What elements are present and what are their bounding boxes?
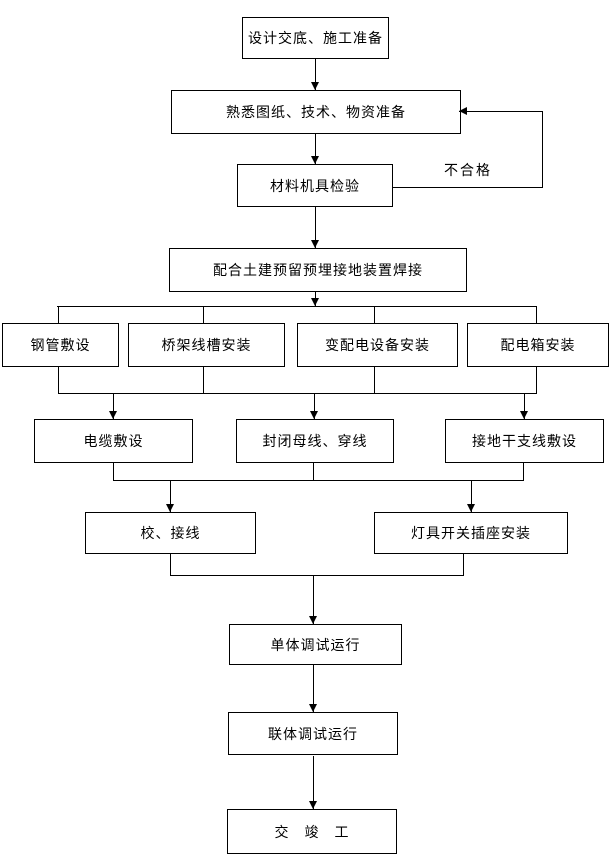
- fail-label: 不合格: [444, 163, 492, 179]
- node-label: 封闭母线、穿线: [262, 434, 368, 450]
- edge-line: [314, 394, 315, 419]
- edge-line: [313, 463, 314, 480]
- node-label: 变配电设备安装: [325, 338, 430, 354]
- arrow-head: [311, 82, 319, 90]
- edge-line: [58, 307, 59, 323]
- node-unit-commissioning: 单体调试运行: [229, 624, 402, 665]
- node-label: 联体调试运行: [268, 726, 358, 743]
- bus-line: [58, 393, 537, 394]
- node-handover-completion: 交 竣 工: [227, 809, 397, 854]
- arrow-head: [467, 504, 475, 512]
- node-label: 钢管敷设: [30, 338, 91, 354]
- node-steel-pipe-laying: 钢管敷设: [2, 323, 119, 367]
- arrow-head: [109, 411, 117, 419]
- arrow-head: [459, 107, 467, 115]
- node-label: 灯具开关插座安装: [411, 526, 531, 542]
- node-tray-trough-install: 桥架线槽安装: [128, 323, 285, 367]
- edge-line: [58, 367, 59, 393]
- node-material-inspection: 材料机具检验: [237, 164, 393, 207]
- feedback-line: [459, 111, 543, 112]
- arrow-head: [309, 704, 317, 712]
- edge-line: [170, 481, 171, 512]
- edge-line: [315, 59, 316, 90]
- edge-line: [313, 576, 314, 624]
- edge-line: [524, 394, 525, 419]
- arrow-head: [311, 298, 319, 306]
- edge-line: [463, 554, 464, 575]
- edge-line: [374, 307, 375, 323]
- bus-line: [113, 480, 524, 481]
- node-joint-commissioning: 联体调试运行: [228, 712, 398, 755]
- node-design-prep: 设计交底、施工准备: [242, 17, 389, 59]
- arrow-head: [166, 504, 174, 512]
- node-label: 设计交底、施工准备: [248, 31, 383, 47]
- edge-line: [374, 367, 375, 393]
- node-label: 交 竣 工: [274, 824, 350, 841]
- edge-line: [313, 756, 314, 809]
- node-label: 配电箱安装: [500, 338, 576, 354]
- node-enclosed-busbar: 封闭母线、穿线: [236, 419, 394, 463]
- edge-line: [203, 307, 204, 323]
- node-label: 校、接线: [140, 526, 201, 542]
- bus-line: [57, 306, 537, 307]
- feedback-line: [542, 111, 543, 188]
- node-check-wiring: 校、接线: [85, 512, 256, 554]
- edge-line: [203, 367, 204, 393]
- node-cable-laying: 电缆敷设: [34, 419, 193, 463]
- edge-line: [471, 481, 472, 512]
- node-label: 熟悉图纸、技术、物资准备: [226, 105, 406, 121]
- edge-line: [113, 394, 114, 419]
- edge-line: [315, 207, 316, 248]
- node-familiarize: 熟悉图纸、技术、物资准备: [171, 90, 461, 134]
- edge-line: [170, 554, 171, 575]
- node-grounding-laying: 接地干支线敷设: [445, 419, 604, 463]
- arrow-head: [311, 156, 319, 164]
- arrow-head: [311, 240, 319, 248]
- arrow-head: [520, 411, 528, 419]
- arrow-head: [309, 616, 317, 624]
- node-label: 材料机具检验: [270, 178, 360, 195]
- node-embed-welding: 配合土建预留预埋接地装置焊接: [169, 248, 467, 292]
- node-label: 电缆敷设: [83, 434, 144, 450]
- bus-line: [170, 575, 464, 576]
- node-label: 桥架线槽安装: [161, 338, 252, 354]
- edge-line: [315, 134, 316, 164]
- edge-line: [113, 463, 114, 480]
- node-label: 单体调试运行: [270, 637, 361, 654]
- arrow-head: [309, 801, 317, 809]
- node-dist-box-install: 配电箱安装: [467, 323, 609, 367]
- edge-line: [536, 307, 537, 323]
- node-lamp-switch-socket: 灯具开关插座安装: [374, 512, 568, 554]
- node-label: 接地干支线敷设: [472, 434, 577, 450]
- arrow-head: [310, 411, 318, 419]
- node-label: 配合土建预留预埋接地装置焊接: [213, 263, 423, 279]
- edge-line: [313, 665, 314, 712]
- edge-line: [536, 367, 537, 393]
- node-transformer-install: 变配电设备安装: [297, 323, 458, 367]
- feedback-line: [392, 187, 543, 188]
- edge-line: [523, 463, 524, 480]
